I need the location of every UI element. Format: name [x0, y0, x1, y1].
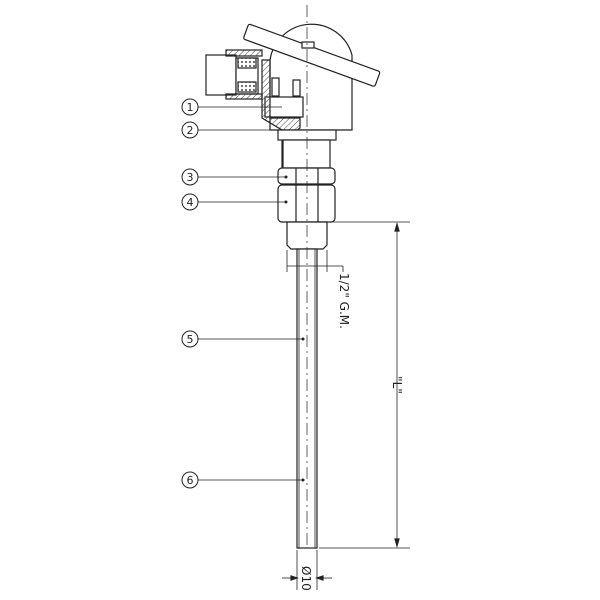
length-dimension-label: "L" [390, 376, 404, 394]
nut-3 [277, 167, 336, 185]
callout-label: 3 [187, 171, 194, 184]
cable-gland [205, 49, 263, 100]
callout-label: 4 [187, 196, 194, 209]
callout-label: 2 [187, 124, 194, 137]
callout-label: 6 [187, 474, 194, 487]
callout-label: 5 [187, 333, 194, 346]
callout-label: 1 [187, 101, 194, 114]
callout-1: 1 [181, 98, 199, 116]
callout-4: 4 [181, 193, 199, 211]
callout-5: 5 [181, 330, 199, 348]
callout-2: 2 [181, 121, 199, 139]
nut-4 [277, 184, 336, 223]
callout-3: 3 [181, 168, 199, 186]
thread-dimension-label: 1/2" G.M. [337, 273, 351, 329]
callout-6: 6 [181, 471, 199, 489]
diameter-dimension-label: Ø10 [299, 566, 313, 591]
